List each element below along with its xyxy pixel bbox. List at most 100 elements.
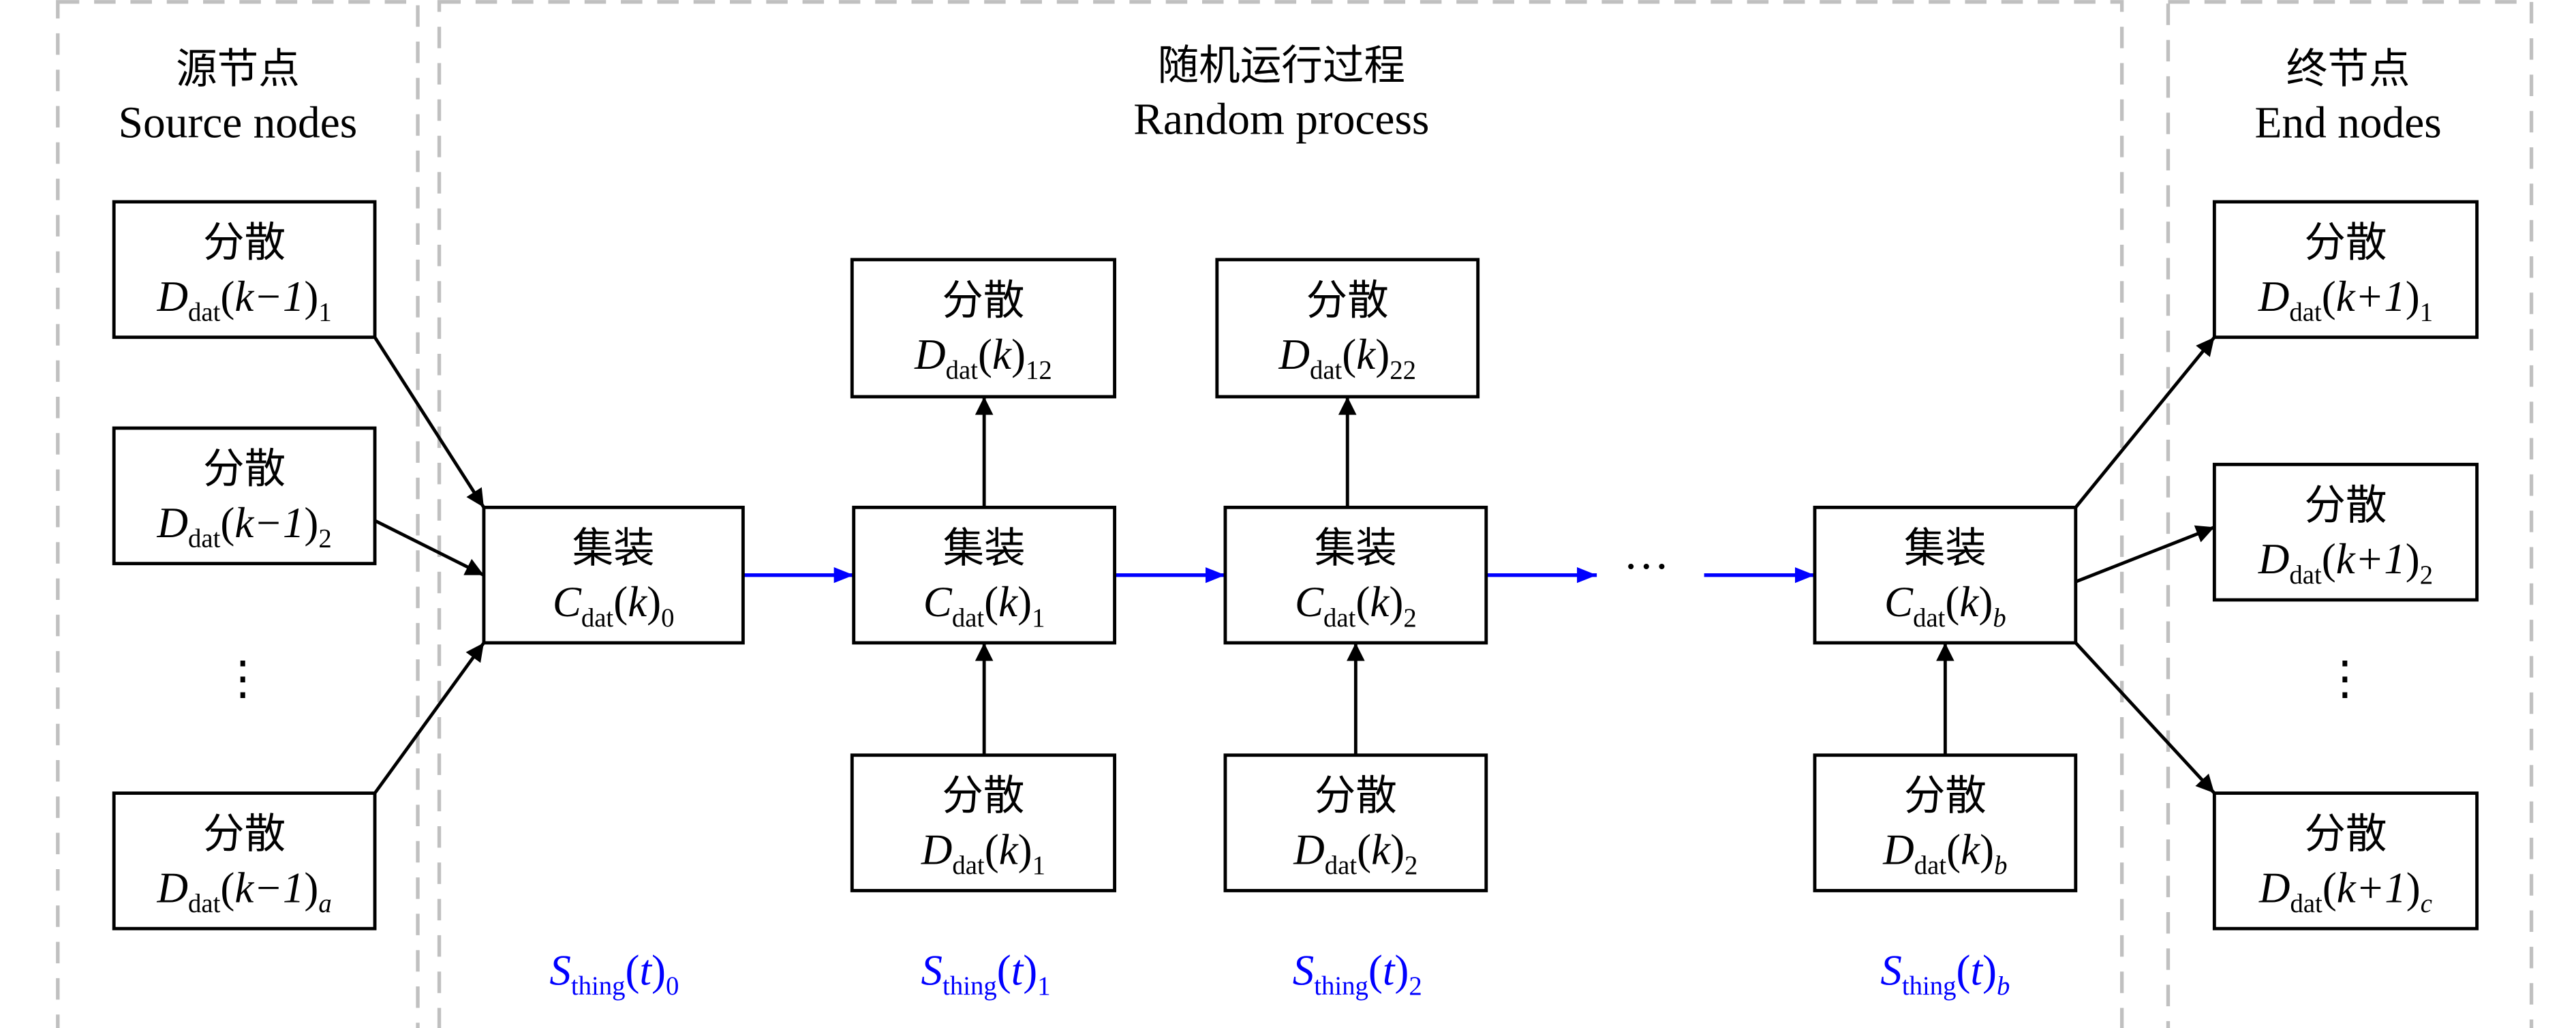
math-symbol: D [157,499,188,547]
node-box [1215,258,1480,399]
math-symbol: D [914,331,946,378]
math-symbol: S [921,947,943,995]
math-open-paren: ( [1355,578,1370,626]
math-open-paren: ( [1957,947,1971,995]
math-open-paren: ( [1946,826,1961,874]
math-symbol: D [921,826,953,874]
node-formula: Ddat(k)22 [1278,331,1416,385]
assemble-node-0: 集装 Cdat(k)0 [482,505,745,645]
math-subscript: dat [946,355,979,384]
math-close-paren: ) [1980,826,1994,874]
math-subscript: dat [1913,603,1946,633]
node-box [2212,200,2479,339]
math-subscript: dat [2289,297,2322,327]
math-symbol: S [549,947,571,995]
math-subscript: dat [1914,851,1947,880]
math-index: b [1994,851,2007,880]
math-symbol: C [1884,578,1914,626]
math-subscript: dat [188,297,221,327]
source-panel-title-cn: 源节点 [176,46,300,93]
process-panel-title-cn: 随机运行过程 [1158,42,1405,90]
math-argument: k−1 [234,864,304,911]
node-formula: Cdat(k)0 [553,578,675,633]
math-argument: k+1 [2336,273,2406,320]
math-open-paren: ( [220,499,234,547]
edge-assembleb-to-endc [2074,641,2216,795]
node-formula: Ddat(k+1)2 [2258,535,2433,590]
node-box [1813,505,2078,645]
math-open-paren: ( [1945,578,1959,626]
node-formula: Ddat(k)2 [1293,826,1417,881]
math-open-paren: ( [997,947,1011,995]
node-box [112,426,377,566]
node-type-label: 集装 [1315,524,1397,572]
node-formula: Ddat(k−1)a [157,864,332,918]
math-close-paren: ) [651,947,666,995]
math-open-paren: ( [613,578,628,626]
node-box [112,791,377,931]
math-subscript: dat [952,603,985,633]
node-formula: Cdat(k)1 [923,578,1045,633]
math-subscript: dat [188,524,221,553]
math-symbol: D [157,864,188,911]
end-nodes-panel [2166,0,2534,1028]
math-argument: k [1370,578,1390,626]
math-open-paren: ( [220,273,234,320]
math-subscript: dat [1325,851,1358,880]
math-index: 2 [1409,971,1422,1001]
math-close-paren: ) [2406,864,2421,911]
math-symbol: D [2258,535,2290,583]
math-close-paren: ) [1389,578,1403,626]
state-label-3: Sthing(t)b [1880,947,2010,1001]
math-open-paren: ( [978,331,992,378]
math-symbol: C [1295,578,1324,626]
node-formula: Cdat(k)2 [1295,578,1417,633]
math-subscript: dat [1310,355,1343,384]
node-type-label: 集装 [572,524,655,572]
end-vertical-ellipsis: ⋮ [2322,653,2368,704]
math-subscript: dat [1323,603,1356,633]
node-box [1223,505,1488,645]
state-label-2: Sthing(t)2 [1293,947,1422,1001]
math-argument: k [1959,578,1979,626]
math-close-paren: ) [2406,273,2420,320]
math-open-paren: ( [1342,331,1356,378]
math-close-paren: ) [1017,578,1032,626]
math-index: c [2421,889,2432,918]
end-panel-title-cn: 终节点 [2286,46,2410,93]
node-type-label: 集装 [1904,524,1987,572]
node-formula: Ddat(k+1)c [2258,864,2432,918]
node-box [1813,753,2078,892]
math-symbol: S [1293,947,1315,995]
math-subscript: dat [2289,560,2322,590]
math-symbol: D [1278,331,1310,378]
math-subscript: dat [2290,889,2322,918]
node-type-label: 集装 [943,524,1026,572]
assemble-node-2: 集装 Cdat(k)2 [1223,505,1488,645]
math-index: 22 [1390,355,1416,384]
math-argument: k [1371,826,1391,874]
math-close-paren: ) [1011,331,1026,378]
math-index: 2 [1403,603,1416,633]
math-symbol: D [157,273,188,320]
math-argument: k−1 [234,273,304,320]
math-subscript: dat [952,851,985,880]
math-index: 12 [1026,355,1052,384]
random-process-panel [437,0,2124,1028]
node-formula: Cdat(k)b [1884,578,2006,633]
math-symbol: D [1293,826,1325,874]
edge-source2-to-assemble0 [373,519,485,577]
node-type-label: 分散 [1315,772,1397,820]
node-box [1223,753,1488,892]
edge-assembleb-to-end1 [2074,336,2216,509]
math-open-paren: ( [1368,947,1383,995]
node-box [850,753,1116,892]
node-formula: Ddat(k−1)2 [157,499,332,554]
math-subscript: thing [942,971,997,1001]
math-open-paren: ( [984,578,998,626]
node-box [2212,462,2479,602]
node-box [2212,791,2479,931]
math-close-paren: ) [304,499,318,547]
